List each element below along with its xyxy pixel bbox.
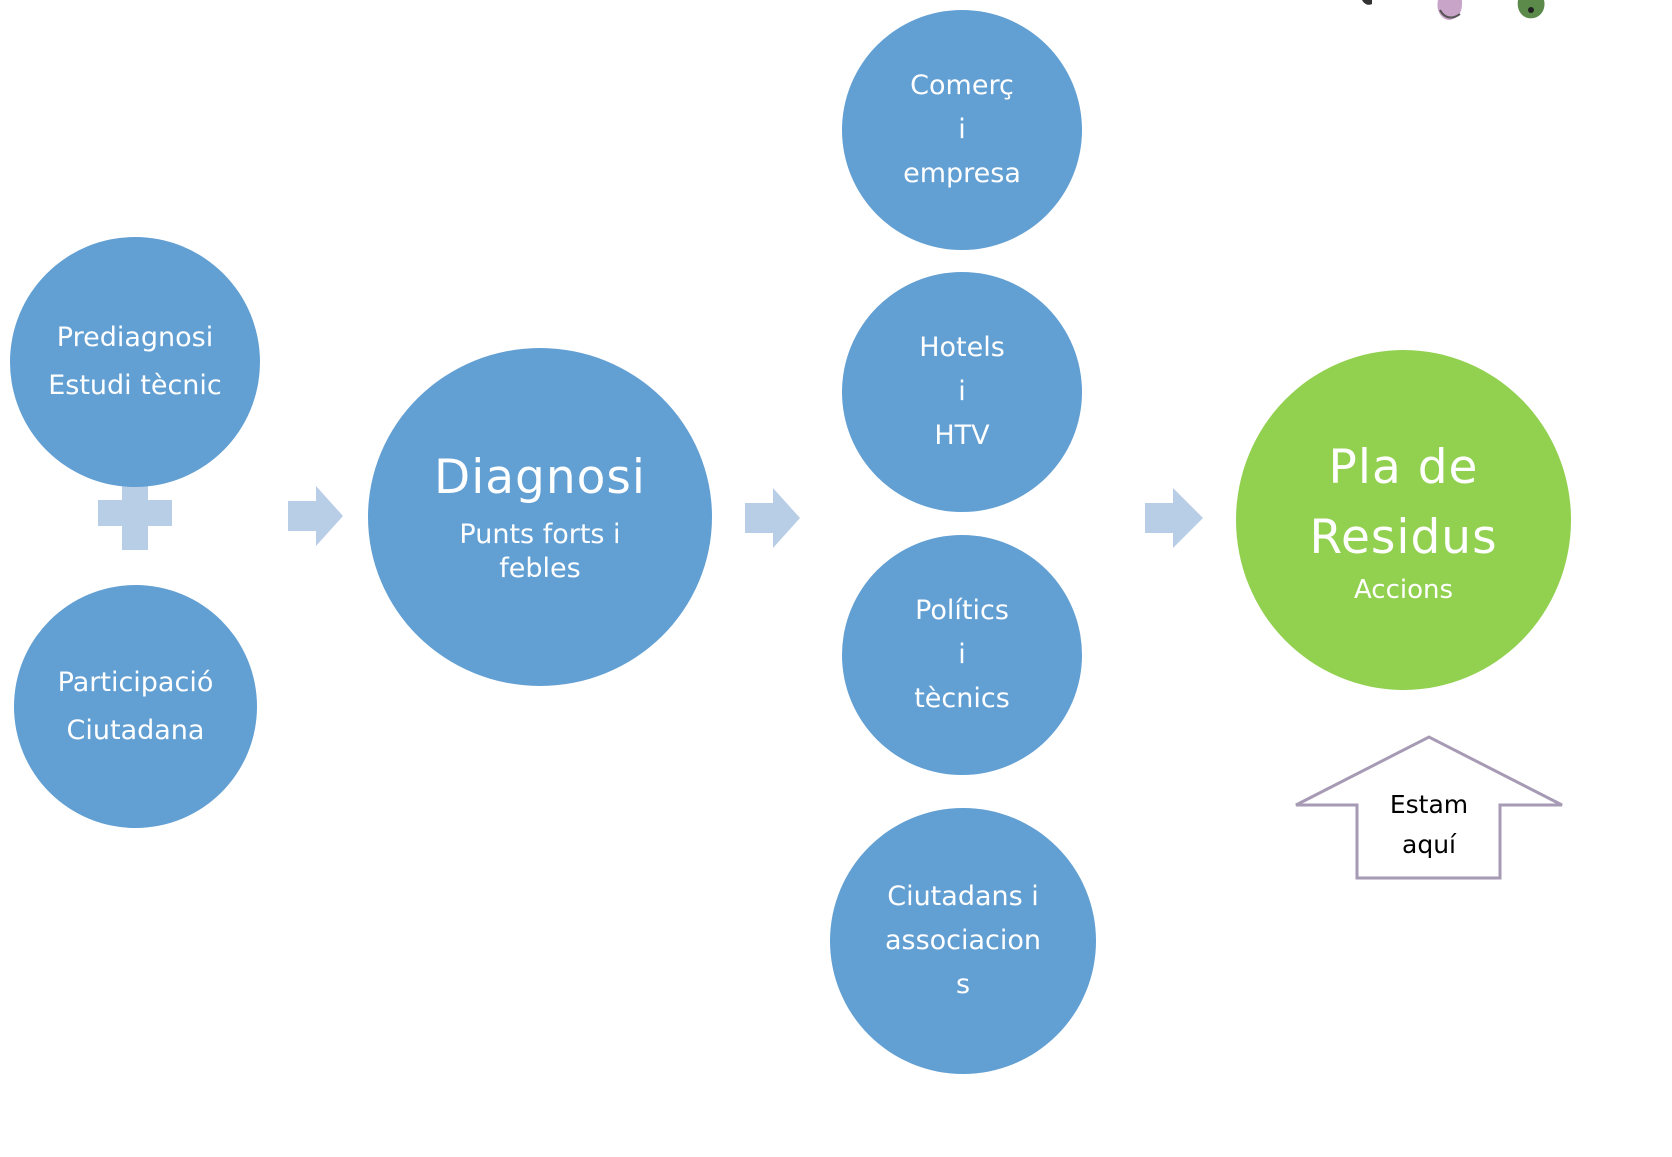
participacio-node: Participació Ciutadana xyxy=(14,585,257,828)
callout-text: aquí xyxy=(1402,830,1456,859)
arrow-right-icon xyxy=(745,488,800,548)
node-label: tècnics xyxy=(914,683,1010,714)
node-label: i xyxy=(958,639,966,670)
arrow-up-callout xyxy=(1295,735,1563,880)
node-label: Prediagnosi xyxy=(56,322,214,353)
decorative-figures-icon xyxy=(1362,0,1545,20)
comerc-node: Comerç i empresa xyxy=(842,10,1082,250)
node-label: i xyxy=(958,114,966,145)
plus-icon xyxy=(98,474,172,550)
callout-text: Estam xyxy=(1389,790,1469,819)
politics-node: Polítics i tècnics xyxy=(842,535,1082,775)
node-title: Pla de xyxy=(1328,440,1479,495)
node-title: Residus xyxy=(1309,510,1498,565)
prediagnosi-node: Prediagnosi Estudi tècnic xyxy=(10,237,260,487)
node-label: s xyxy=(955,969,971,1000)
node-subtitle: febles xyxy=(499,553,581,584)
arrow-right-icon xyxy=(1145,488,1203,548)
pla-residus-node: Pla de Residus Accions xyxy=(1236,350,1571,690)
node-label: associacion xyxy=(884,925,1042,956)
node-label: Comerç xyxy=(910,70,1014,101)
node-label: Estudi tècnic xyxy=(48,370,222,401)
node-subtitle: Punts forts i xyxy=(459,519,621,550)
hotels-node: Hotels i HTV xyxy=(842,272,1082,512)
node-label: Participació xyxy=(57,666,214,698)
node-label: HTV xyxy=(934,420,990,451)
ciutadans-node: Ciutadans i associacion s xyxy=(830,808,1096,1074)
node-label: empresa xyxy=(903,158,1021,189)
node-title: Diagnosi xyxy=(434,450,646,505)
node-label: Ciutadans i xyxy=(887,881,1039,912)
node-subtitle: Accions xyxy=(1353,575,1454,605)
diagnosi-node: Diagnosi Punts forts i febles xyxy=(368,348,712,686)
arrow-right-icon xyxy=(288,486,343,546)
node-label: Hotels xyxy=(919,332,1005,363)
node-label: i xyxy=(958,376,966,407)
node-label: Ciutadana xyxy=(66,714,205,746)
estam-aqui-label: Estam aquí xyxy=(1358,785,1500,865)
node-label: Polítics xyxy=(915,595,1009,626)
